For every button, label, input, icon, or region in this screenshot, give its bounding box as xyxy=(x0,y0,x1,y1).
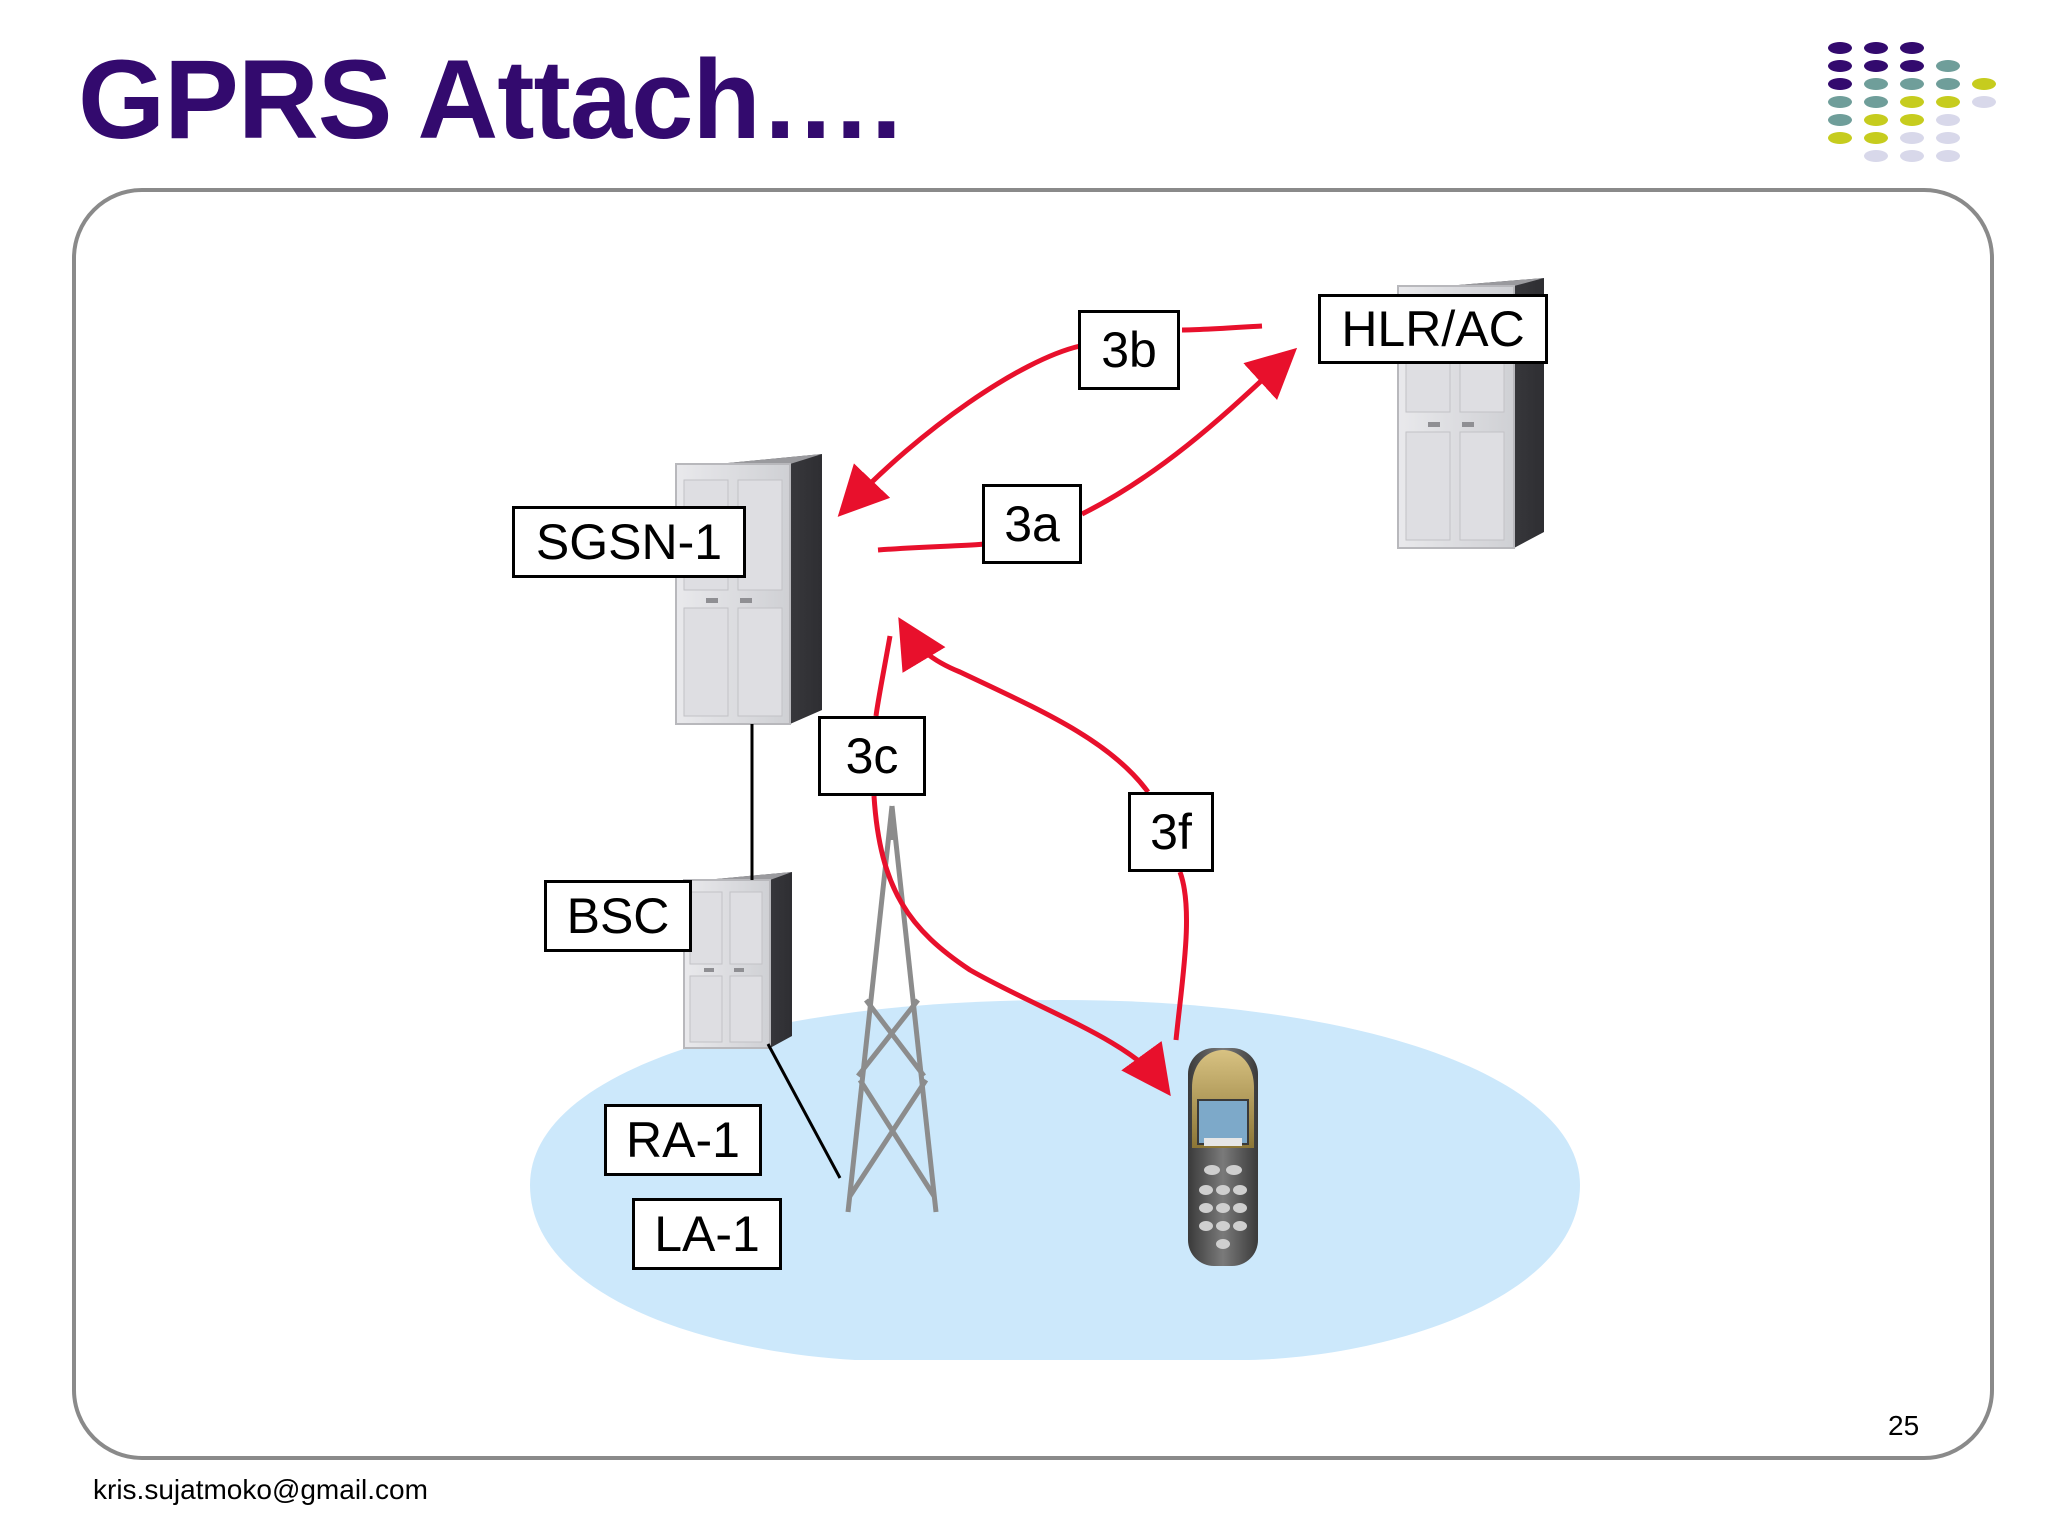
step-3a-label: 3a xyxy=(982,484,1082,564)
dot-grid xyxy=(1828,42,1996,162)
sgsn-label: SGSN-1 xyxy=(512,506,746,578)
arrow-3b-hlr-to-sgsn xyxy=(848,323,1263,506)
hlr-label: HLR/AC xyxy=(1318,294,1548,364)
content-frame xyxy=(72,188,1994,1460)
bsc-server-icon xyxy=(683,872,792,1049)
cell-coverage-area xyxy=(530,1000,1580,1360)
sgsn-server-icon xyxy=(675,454,822,725)
page-number: 25 xyxy=(1888,1410,1920,1441)
arrow-3a-sgsn-to-hlr xyxy=(877,358,1286,553)
footer-email: kris.sujatmoko@gmail.com xyxy=(93,1474,428,1505)
bsc-tower-link xyxy=(766,1043,842,1179)
arrow-3f-ms-to-sgsn xyxy=(906,630,1190,1041)
step-3c-label: 3c xyxy=(818,716,926,796)
la-label: LA-1 xyxy=(632,1198,782,1270)
dot-grid-logo xyxy=(1828,42,1996,162)
slide-title: GPRS Attach…. xyxy=(78,37,902,162)
step-3b-label: 3b xyxy=(1078,310,1180,390)
ra-label: RA-1 xyxy=(604,1104,762,1176)
cell-tower-icon xyxy=(845,805,939,1213)
mobile-phone-icon xyxy=(1188,1048,1258,1266)
step-3f-label: 3f xyxy=(1128,792,1214,872)
bsc-label: BSC xyxy=(544,880,692,952)
